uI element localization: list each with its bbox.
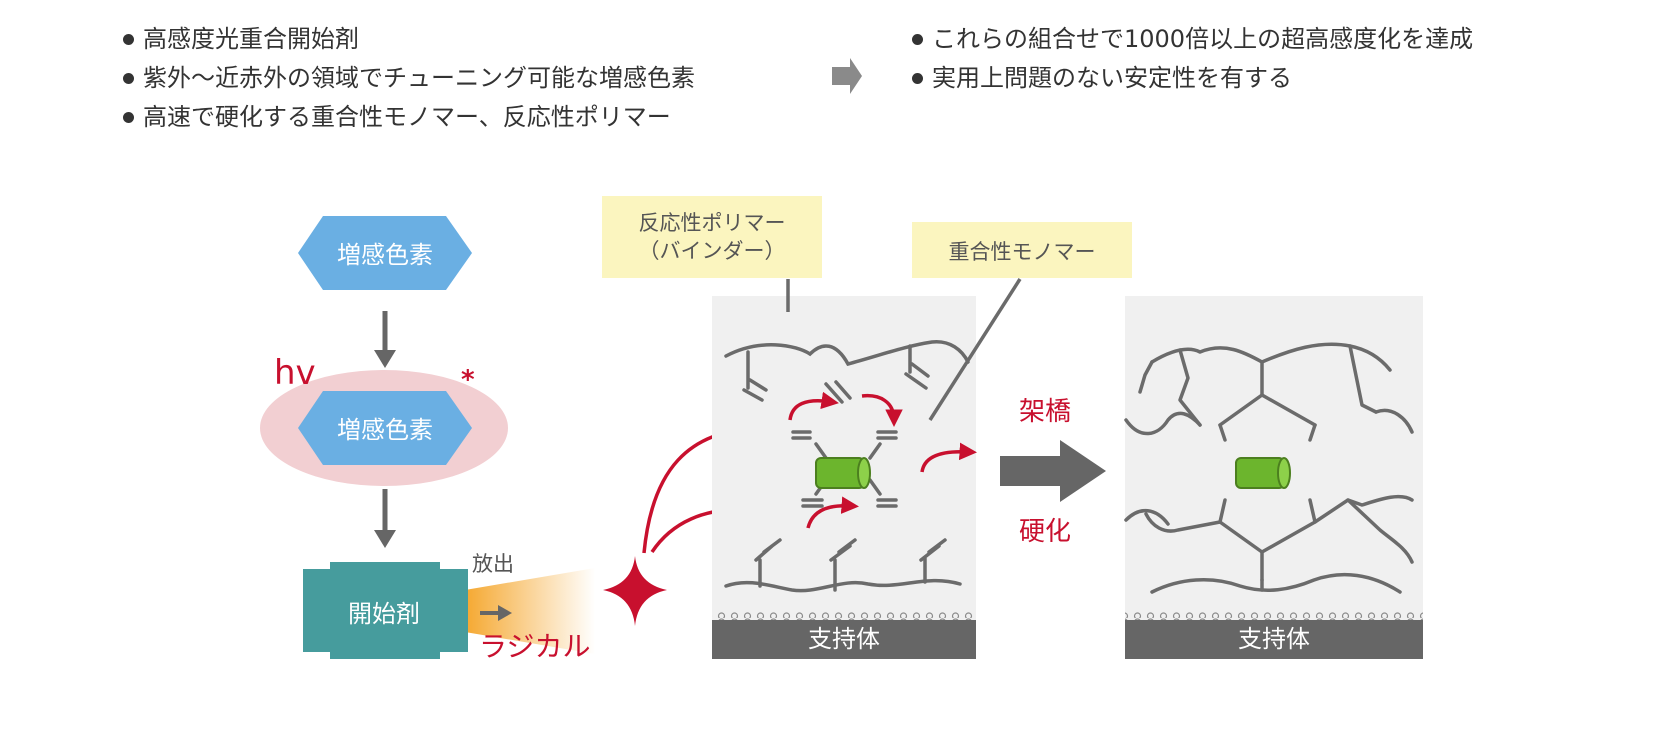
substrate-surface: [712, 612, 976, 620]
polymer-chains: [724, 340, 970, 593]
initiator-label: 開始剤: [348, 600, 420, 628]
sensitizer-box: [298, 216, 472, 290]
core-molecule: [1235, 457, 1285, 489]
radical-arrows-before: [788, 391, 977, 529]
right-arrow-icon: [832, 58, 862, 94]
crosslinked-network: [1124, 342, 1414, 594]
flow-arrow-head: [374, 530, 396, 548]
monomer-label: 重合性モノマー: [949, 240, 1096, 264]
substrate-surface: [1125, 612, 1423, 620]
radical-star: [603, 556, 667, 626]
reactive-polymer-label: 反応性ポリマー: [639, 211, 786, 235]
results-list: これらの組合せで1000倍以上の超高感度化を達成 実用上問題のない安定性を有する: [912, 20, 1473, 98]
requirements-list: 高感度光重合開始剤 紫外〜近赤外の領域でチューニング可能な増感色素 高速で硬化す…: [123, 20, 695, 137]
requirement-item: 高感度光重合開始剤: [123, 20, 695, 59]
callout-leader: [928, 278, 1022, 421]
crosslink-label: 架橋: [1019, 397, 1071, 427]
release-arrow-head: [498, 605, 512, 621]
substrate-label: 支持体: [1238, 625, 1310, 653]
release-label: 放出: [472, 552, 514, 576]
substrate-bar: [1125, 620, 1423, 659]
hv-label: hv: [274, 353, 316, 393]
requirement-item: 高速で硬化する重合性モノマー、反応性ポリマー: [123, 98, 695, 137]
core-molecule-end: [1277, 457, 1291, 489]
cure-label: 硬化: [1019, 517, 1071, 547]
core-molecule: [815, 457, 865, 489]
reactive-polymer-callout: [602, 196, 822, 278]
core-molecule-end: [857, 457, 871, 489]
radical-label: ラジカル: [479, 630, 590, 663]
result-item: 実用上問題のない安定性を有する: [912, 59, 1473, 98]
requirement-item: 紫外〜近赤外の領域でチューニング可能な増感色素: [123, 59, 695, 98]
result-item: これらの組合せで1000倍以上の超高感度化を達成: [912, 20, 1473, 59]
initiator-box: [303, 562, 468, 659]
process-arrow: [1000, 440, 1106, 502]
reactive-polymer-sublabel: （バインダー）: [639, 239, 786, 263]
excited-sensitizer-box: [298, 391, 472, 465]
radical-glow: [465, 568, 595, 654]
substrate-bar: [712, 620, 976, 659]
excited-sensitizer-label: 増感色素: [337, 416, 433, 444]
monomer-callout: [912, 222, 1132, 278]
flow-arrow-head: [374, 350, 396, 368]
sensitizer-label: 増感色素: [337, 241, 433, 269]
substrate-label: 支持体: [808, 625, 880, 653]
excited-asterisk: *: [461, 365, 475, 395]
